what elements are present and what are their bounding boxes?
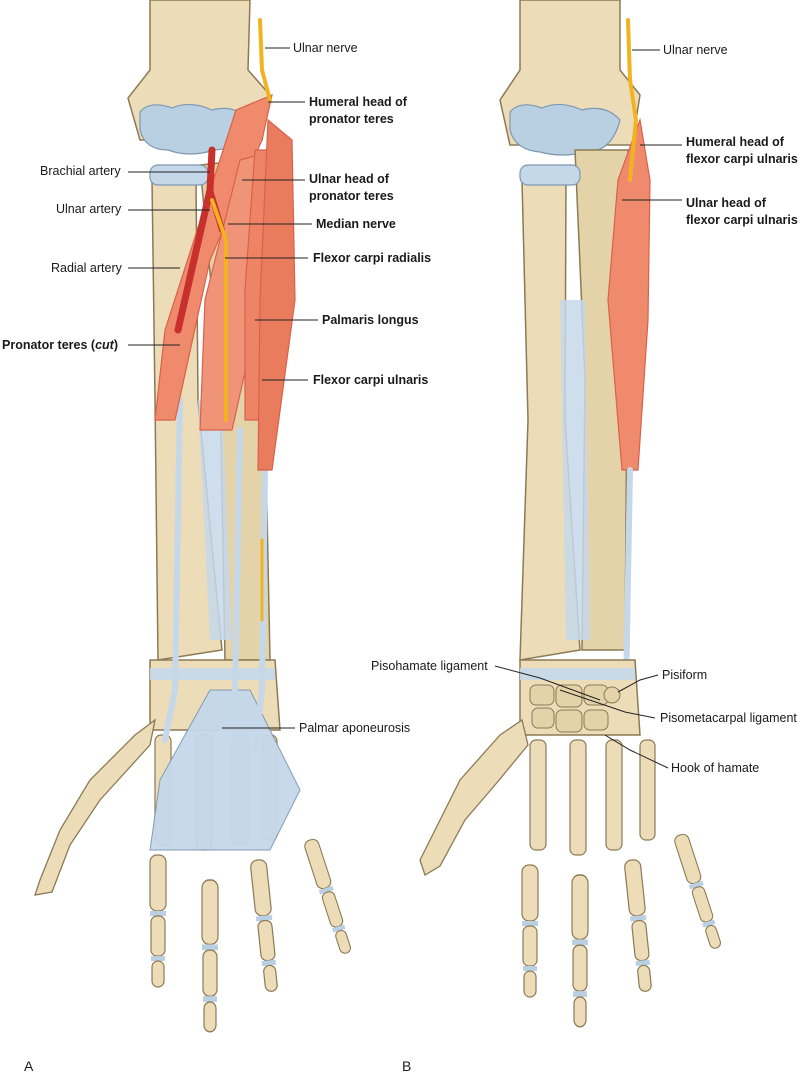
label-hook-of-hamate: Hook of hamate [671,761,760,775]
leader-pisohamate [494,665,601,701]
label-flexor-carpi-radialis: Flexor carpi radialis [313,251,432,265]
label-flexor-carpi-ulnaris-a: Flexor carpi ulnaris [313,373,429,387]
interosseous-membrane [198,400,232,640]
leader-pisiform [617,674,659,693]
tendons-a [162,397,268,753]
fingers-b [521,739,725,1028]
label-ulnar-nerve-a: Ulnar nerve [293,41,358,55]
thumb-bones-a [34,718,156,896]
label-radial-artery: Radial artery [51,261,122,275]
wrist-ligaments-b [520,668,635,680]
label-pronator-teres-cut-suffix: ) [113,338,119,352]
panel-letter-b: B [402,1058,412,1074]
label-ulnar-artery: Ulnar artery [56,202,122,216]
label-ulnar-head-fcu-line2: flexor carpi ulnaris [686,213,798,227]
label-humeral-head-a-line2: pronator teres [309,112,394,126]
label-ulnar-head-fcu-line1: Ulnar head of [686,196,766,210]
label-pronator-teres-cut-prefix: Pronator teres ( [2,338,96,352]
annular-ligament-b [519,164,581,186]
annular-ligament [149,164,209,186]
label-pronator-teres-cut-italic: cut [95,338,114,352]
ulnar-nerve-b [626,18,639,182]
leader-lines [128,47,682,769]
label-brachial-artery: Brachial artery [40,164,121,178]
label-pisohamate-ligament: Pisohamate ligament [371,659,488,673]
palmar-aponeurosis-shape [149,689,301,851]
panel-b-illustration [419,0,725,1028]
label-ulnar-nerve-b: Ulnar nerve [663,43,728,57]
label-pronator-teres-cut: Pronator teres (cut) [2,338,118,353]
label-ulnar-head-a-line2: pronator teres [309,189,394,203]
label-pisometacarpal-ligament: Pisometacarpal ligament [660,711,797,725]
label-palmaris-longus: Palmaris longus [322,313,419,327]
label-ulnar-head-a-line1: Ulnar head of [309,172,389,186]
wrist-ligaments-a [150,668,275,680]
label-humeral-head-fcu-line2: flexor carpi ulnaris [686,152,798,166]
label-humeral-head-fcu-line1: Humeral head of [686,135,784,149]
panel-a-illustration [34,0,355,1033]
label-palmar-aponeurosis: Palmar aponeurosis [299,721,411,735]
interosseous-membrane-b [560,300,590,640]
label-humeral-head-a-line1: Humeral head of [309,95,407,109]
nerves-a [210,18,272,622]
label-pisiform: Pisiform [662,668,708,682]
leader-hook-hamate [604,734,669,769]
thumb-bones-b [419,718,529,876]
flexor-carpi-ulnaris-muscle [257,118,296,471]
panel-letter-a: A [24,1058,34,1074]
leader-pisometacarpal [559,689,656,719]
label-median-nerve: Median nerve [316,217,396,231]
humerus-cartilage-b [509,103,621,156]
